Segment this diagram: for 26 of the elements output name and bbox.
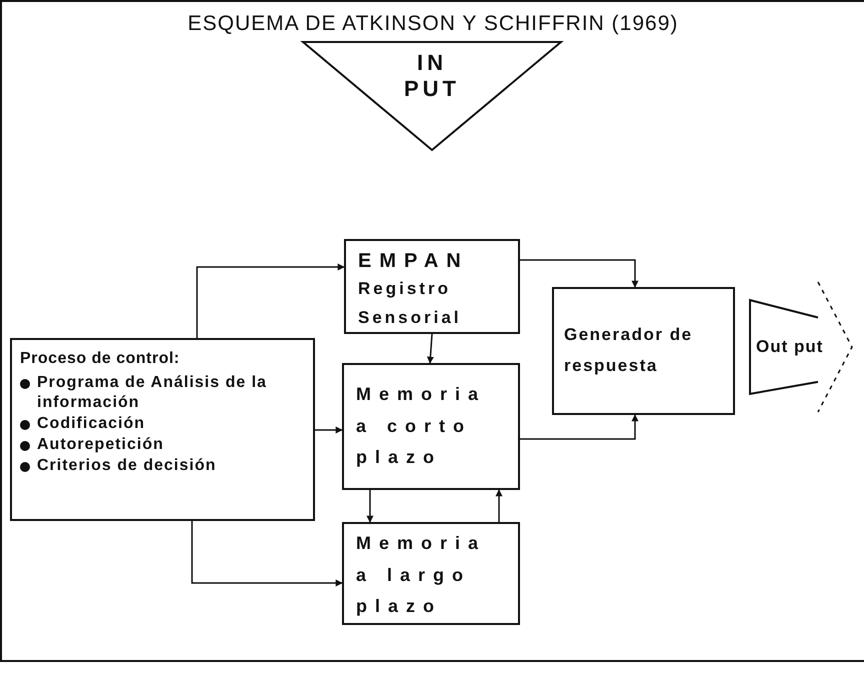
arrow <box>315 426 343 434</box>
arrow <box>426 334 434 364</box>
arrow <box>520 259 638 288</box>
arrow <box>191 521 343 586</box>
process-box <box>342 363 520 490</box>
box-heading: EMPAN <box>358 249 469 274</box>
process-box <box>552 287 735 415</box>
process-box <box>342 522 520 625</box>
arrow <box>520 414 638 440</box>
list-item-text: Programa de Análisis de la información <box>37 372 268 413</box>
process-box <box>10 338 315 521</box>
arrow <box>496 489 502 522</box>
box-label: Memoria a largo plazo <box>356 532 488 618</box>
process-box <box>344 239 520 334</box>
list-item-text: Criterios de decisión <box>37 456 216 476</box>
shape-label: IN PUT <box>403 50 461 103</box>
shape-label: Out put <box>756 336 824 358</box>
diagram-title: ESQUEMA DE ATKINSON Y SCHIFFRIN (1969) <box>186 12 680 36</box>
arrow <box>366 490 374 523</box>
arrow <box>196 264 345 338</box>
box-label: Registro Sensorial <box>358 278 463 329</box>
list-item-text: Autorepetición <box>37 434 164 455</box>
box-label: Generador de respuesta <box>564 324 694 377</box>
box-label: Memoria a corto plazo <box>356 383 488 469</box>
heading-text: Proceso de control: <box>20 349 180 369</box>
list-item-text: Codificación <box>37 414 146 434</box>
